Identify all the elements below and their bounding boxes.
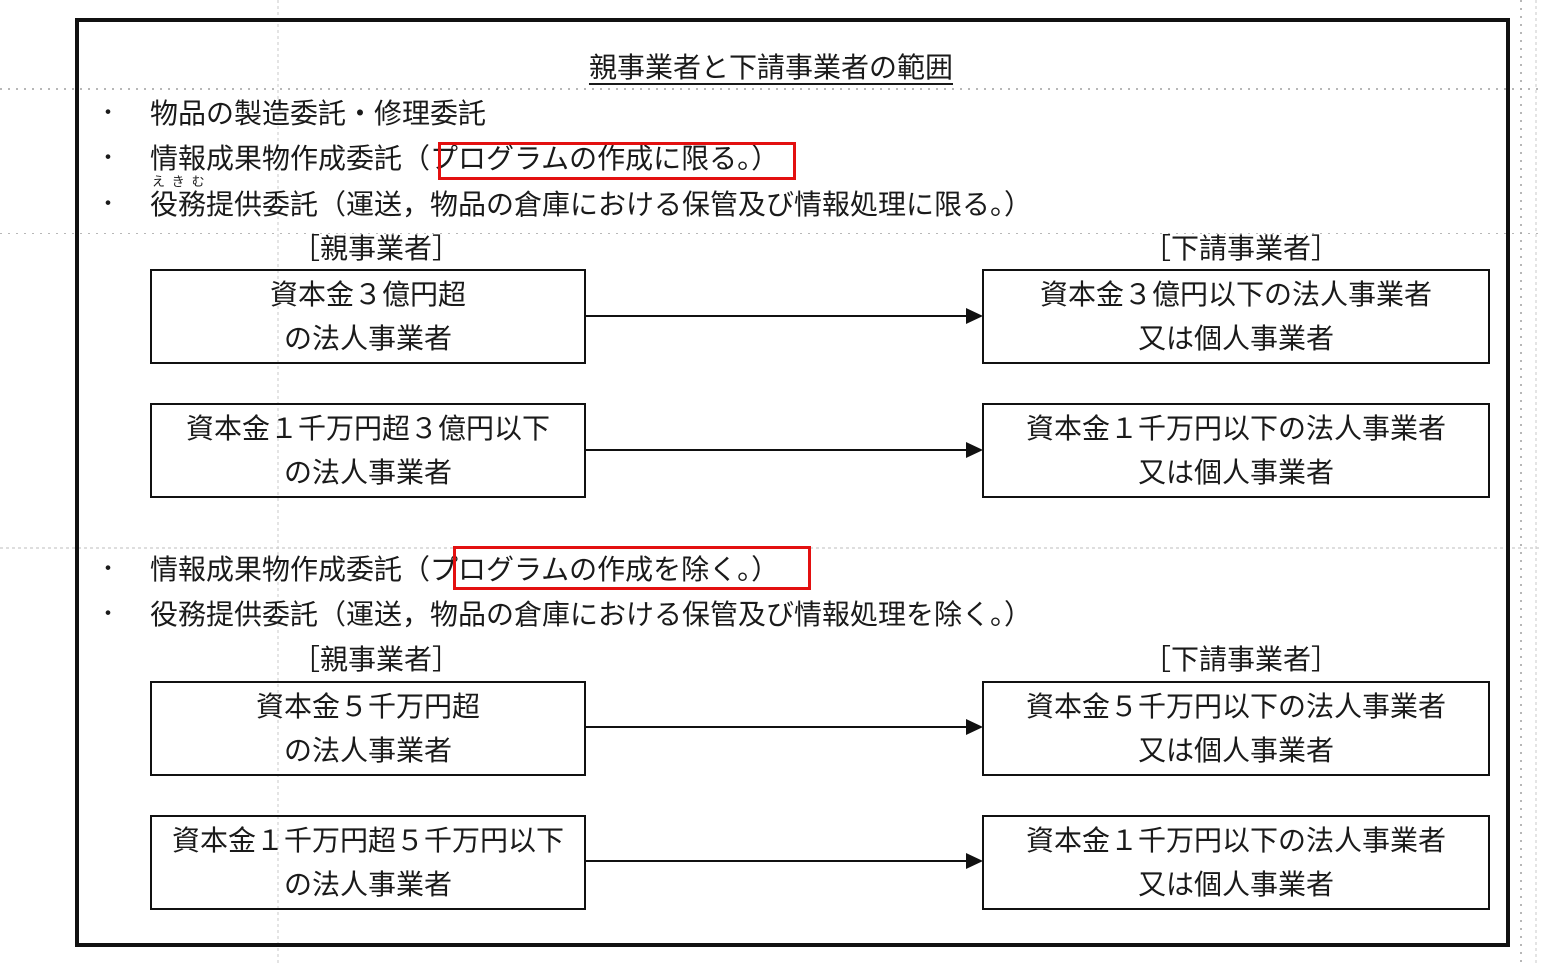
bullet-text: 役務提供委託（運送，物品の倉庫における保管及び情報処理に限る。） [150, 188, 1033, 221]
highlight-box-limited-to-programs [438, 142, 796, 180]
bullet-dot: ・ [97, 101, 120, 126]
sub-box-line2: 又は個人事業者 [1137, 321, 1334, 355]
bullet-dot: ・ [97, 602, 120, 627]
page-title: 親事業者と下請事業者の範囲 [0, 50, 1542, 86]
parent-box-line1: 資本金３億円超 [269, 277, 466, 311]
parent-box-line2: の法人事業者 [283, 733, 452, 767]
parent-label: ［親事業者］ [292, 232, 461, 265]
sub-box-line2: 又は個人事業者 [1137, 733, 1334, 767]
sub-label: ［下請事業者］ [1143, 232, 1340, 265]
parent-box-line2: の法人事業者 [283, 867, 452, 901]
bullet-text: 情報成果物作成委託（プログラムの作成を除く。） [150, 553, 780, 586]
sub-box-line1: 資本金３億円以下の法人事業者 [1039, 277, 1432, 311]
sub-box-line2: 又は個人事業者 [1137, 867, 1334, 901]
arrow-right-icon [586, 442, 983, 458]
parent-label: ［親事業者］ [292, 643, 461, 676]
sub-label: ［下請事業者］ [1143, 643, 1340, 676]
bullet-text: 物品の製造委託・修理委託 [150, 97, 487, 130]
arrow-right-icon [586, 719, 983, 735]
sub-box-line1: 資本金１千万円以下の法人事業者 [1025, 411, 1446, 445]
bullet-text: 情報成果物作成委託（プログラムの作成に限る。） [150, 142, 780, 175]
bullet-text: 役務提供委託（運送，物品の倉庫における保管及び情報処理を除く。） [150, 598, 1033, 631]
parent-box: 資本金１千万円超３億円以下 の法人事業者 [150, 403, 586, 498]
parent-box-line1: 資本金１千万円超３億円以下 [185, 411, 550, 445]
parent-box-line2: の法人事業者 [283, 455, 452, 489]
sub-box: 資本金３億円以下の法人事業者 又は個人事業者 [982, 269, 1490, 364]
sub-box: 資本金１千万円以下の法人事業者 又は個人事業者 [982, 403, 1490, 498]
bullet-dot: ・ [97, 557, 120, 582]
parent-box-line1: 資本金５千万円超 [255, 689, 480, 723]
sub-box-line1: 資本金１千万円以下の法人事業者 [1025, 823, 1446, 857]
arrow-right-icon [586, 853, 983, 869]
arrow-right-icon [586, 308, 983, 324]
parent-box-line1: 資本金１千万円超５千万円以下 [171, 823, 564, 857]
parent-box: 資本金３億円超 の法人事業者 [150, 269, 586, 364]
sub-box-line2: 又は個人事業者 [1137, 455, 1334, 489]
bullet-dot: ・ [97, 192, 120, 217]
sub-box: 資本金５千万円以下の法人事業者 又は個人事業者 [982, 681, 1490, 776]
bullet-dot: ・ [97, 146, 120, 171]
parent-box: 資本金５千万円超 の法人事業者 [150, 681, 586, 776]
sub-box: 資本金１千万円以下の法人事業者 又は個人事業者 [982, 815, 1490, 910]
sub-box-line1: 資本金５千万円以下の法人事業者 [1025, 689, 1446, 723]
highlight-box-excluding-programs [453, 546, 811, 590]
page-title-text: 親事業者と下請事業者の範囲 [588, 51, 953, 84]
parent-box-line2: の法人事業者 [283, 321, 452, 355]
ruby-annotation: えきむ [152, 175, 212, 190]
outer-frame [75, 18, 1510, 947]
parent-box: 資本金１千万円超５千万円以下 の法人事業者 [150, 815, 586, 910]
